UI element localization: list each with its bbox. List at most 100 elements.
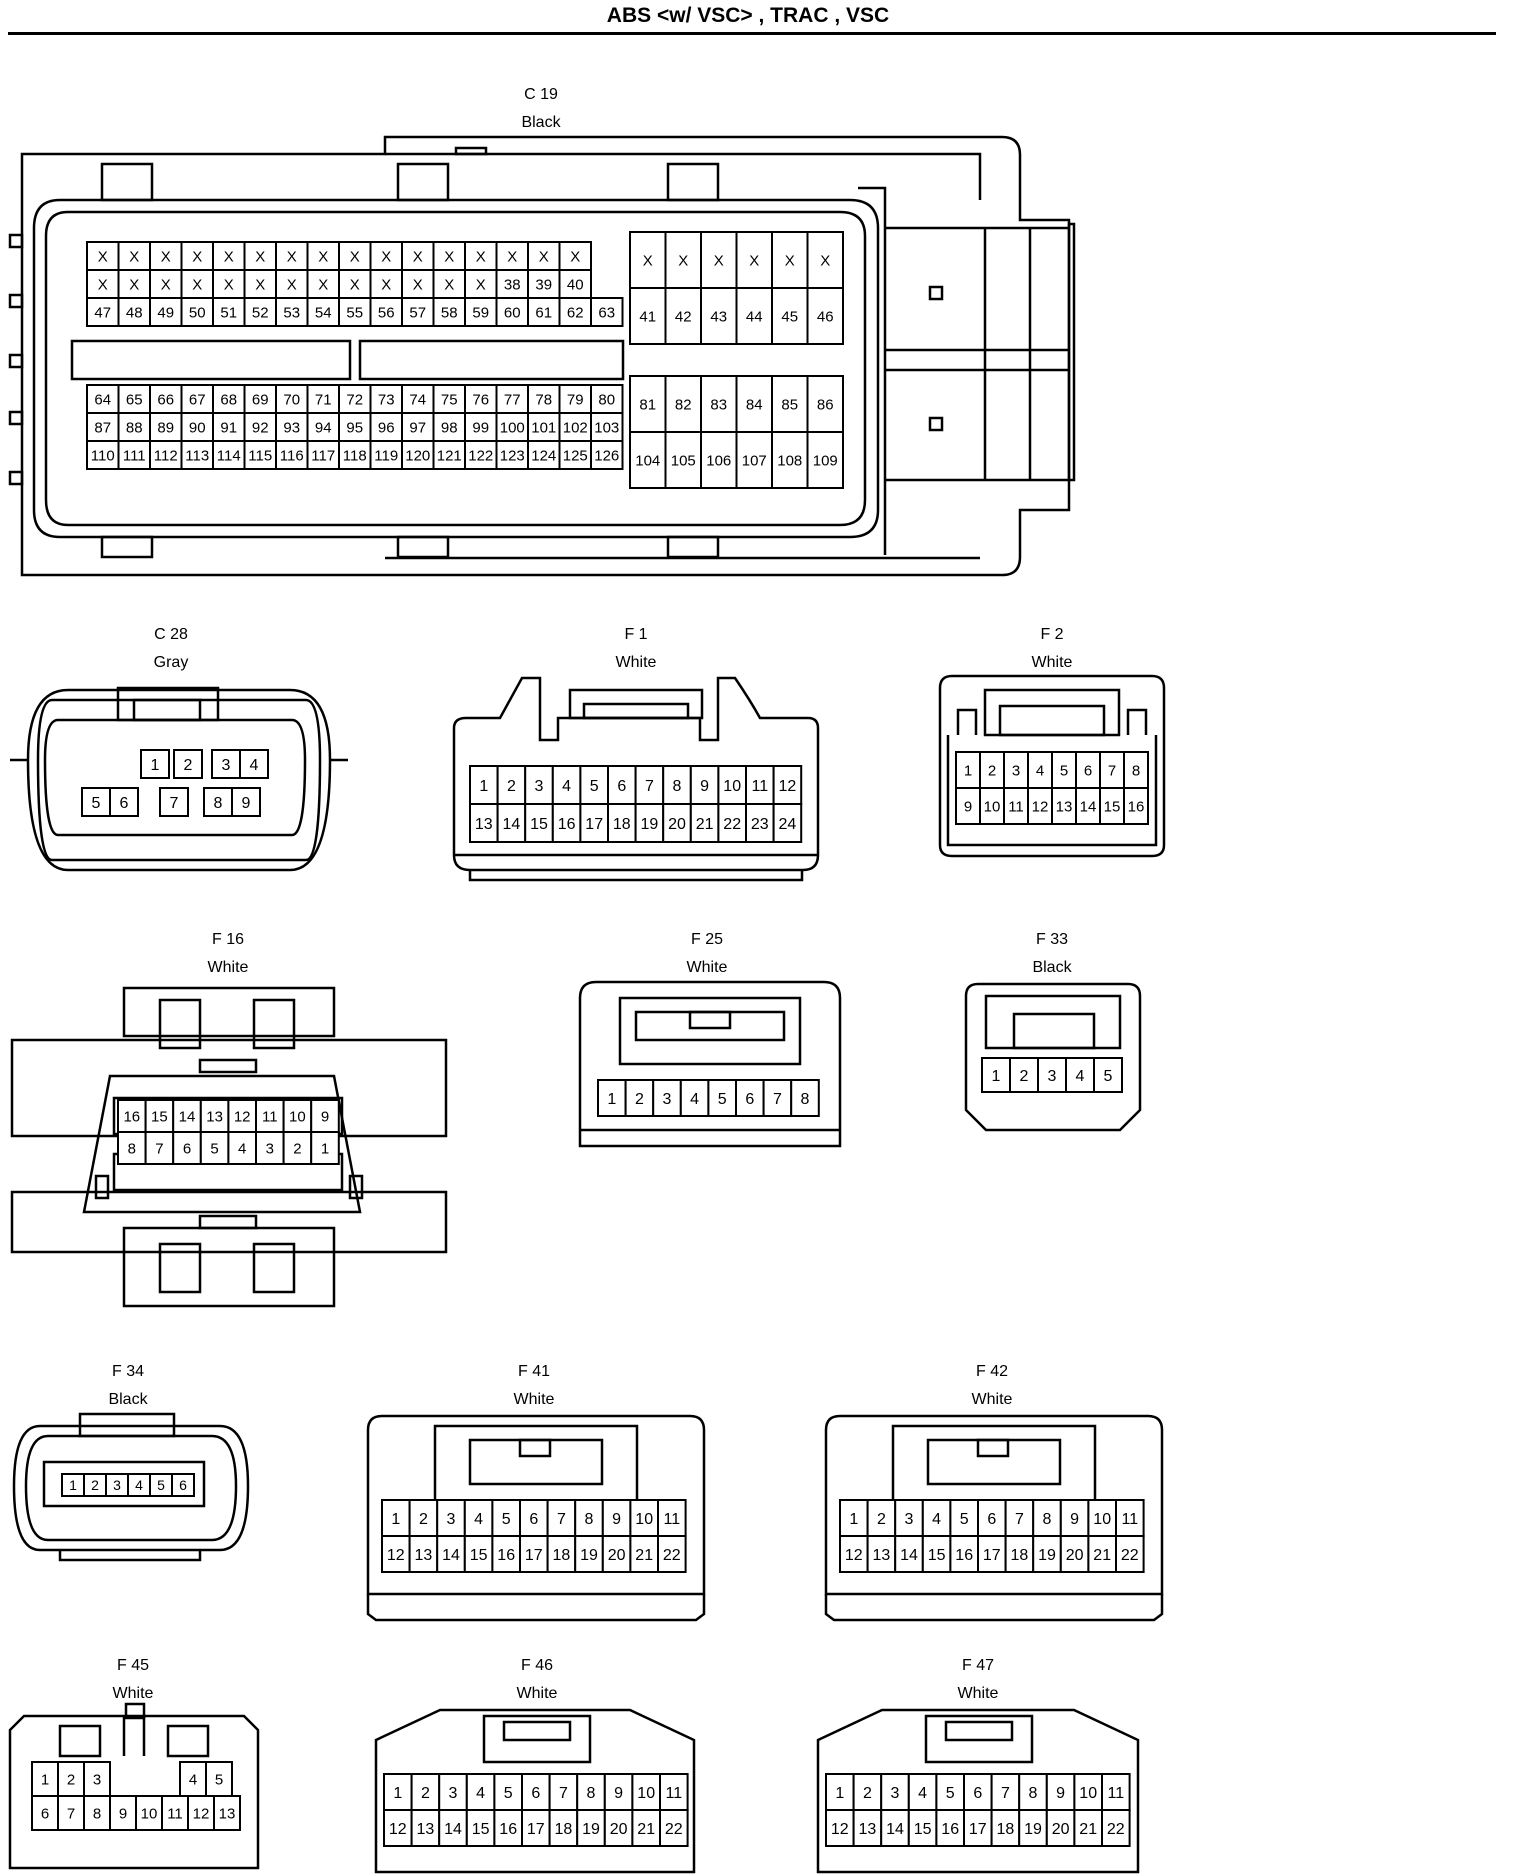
pin-number: 4	[918, 1785, 927, 1802]
unused-pin-mark: X	[381, 276, 391, 293]
unused-pin-mark: X	[224, 248, 234, 265]
pin-cavity	[771, 431, 809, 489]
pin-number: 125	[563, 447, 588, 464]
pin-number: 1	[849, 1511, 858, 1528]
f42-connector-id: F 42	[976, 1363, 1008, 1380]
pin-cavity	[213, 1795, 241, 1831]
c28-connector-id: C 28	[154, 626, 188, 643]
pin-number: 7	[557, 1511, 566, 1528]
pin-cavity	[601, 1535, 632, 1573]
pin-cavity	[432, 384, 466, 414]
pin-cavity	[203, 787, 233, 817]
f41-connector-id: F 41	[518, 1363, 550, 1380]
f33-connector-id: F 33	[1036, 931, 1068, 948]
pin-number: 10	[984, 798, 1001, 815]
page-title: ABS <w/ VSC> , TRAC , VSC	[606, 4, 890, 27]
pin-number: 7	[773, 1091, 782, 1108]
unused-pin-mark: X	[224, 276, 234, 293]
pin-number: 10	[141, 1805, 158, 1822]
pin-cavity	[629, 287, 667, 345]
pin-cavity	[436, 1499, 466, 1537]
pin-number: 2	[507, 778, 516, 795]
pin-cavity	[894, 1535, 924, 1573]
pin-number: 1	[479, 778, 488, 795]
pin-cavity	[963, 1809, 993, 1847]
unused-pin-mark: X	[192, 276, 202, 293]
pin-cavity	[493, 1809, 523, 1847]
pin-cavity	[180, 440, 214, 470]
pin-cavity	[171, 1473, 195, 1497]
pin-number: 8	[801, 1091, 810, 1108]
pin-number: 18	[997, 1821, 1015, 1838]
unused-pin-mark: X	[381, 248, 391, 265]
pin-number: 115	[248, 447, 272, 464]
pin-number: 22	[723, 816, 741, 833]
pin-number: 112	[154, 447, 178, 464]
pin-number: 15	[472, 1821, 490, 1838]
unused-pin-mark: X	[507, 248, 517, 265]
f25-connector-color: White	[687, 959, 728, 976]
pin-number: 3	[113, 1477, 121, 1493]
pin-cavity	[825, 1809, 855, 1847]
pin-number: 3	[266, 1140, 274, 1157]
pin-number: 118	[343, 447, 367, 464]
pin-number: 5	[1104, 1068, 1113, 1085]
pin-cavity	[149, 412, 183, 442]
pin-number: 16	[497, 1547, 515, 1564]
pin-number: 97	[409, 419, 426, 436]
pin-number: 14	[900, 1547, 918, 1564]
pin-number: 18	[1011, 1547, 1029, 1564]
pin-number: 4	[250, 757, 259, 774]
pin-cavity	[790, 1079, 820, 1117]
pin-number: 55	[346, 304, 363, 321]
pin-number: 3	[905, 1511, 914, 1528]
pin-number: 10	[1079, 1785, 1097, 1802]
pin-cavity	[977, 1499, 1007, 1537]
pin-cavity	[1018, 1809, 1048, 1847]
pin-number: 8	[93, 1805, 101, 1822]
pin-number: 4	[1036, 762, 1044, 779]
pin-number: 2	[988, 762, 996, 779]
pin-cavity	[657, 1535, 687, 1573]
f25-body	[578, 980, 842, 1148]
pin-number: 3	[1048, 1068, 1057, 1085]
pin-number: 22	[1121, 1547, 1139, 1564]
pin-number: 110	[91, 447, 115, 464]
pin-number: 1	[964, 762, 972, 779]
pin-cavity	[306, 269, 340, 299]
pin-number: 40	[567, 276, 584, 293]
pin-number: 8	[1043, 1511, 1052, 1528]
pin-cavity	[607, 765, 637, 805]
pin-number: 93	[283, 419, 300, 436]
pin-number: 11	[665, 1785, 682, 1802]
pin-cavity	[659, 1809, 689, 1847]
pin-cavity	[1045, 1773, 1076, 1811]
pin-number: 7	[1108, 762, 1116, 779]
pin-number: 12	[1032, 798, 1049, 815]
pin-number: 6	[617, 778, 626, 795]
pin-number: 92	[252, 419, 269, 436]
pin-cavity	[306, 384, 340, 414]
pin-cavity	[149, 440, 183, 470]
pin-number: 15	[530, 816, 548, 833]
pin-cavity	[496, 803, 527, 843]
pin-number: 7	[155, 1140, 163, 1157]
pin-number: 7	[170, 795, 179, 812]
pin-number: 10	[723, 778, 741, 795]
pin-number: 95	[346, 419, 363, 436]
f2-connector-color: White	[1032, 654, 1073, 671]
pin-number: 9	[964, 798, 972, 815]
pin-number: 103	[594, 419, 619, 436]
pin-number: 22	[1107, 1821, 1125, 1838]
pin-cavity	[438, 1809, 468, 1847]
unused-pin-mark: X	[350, 276, 360, 293]
pin-cavity	[1009, 1057, 1039, 1093]
pin-number: 6	[531, 1785, 540, 1802]
pin-cavity	[231, 787, 261, 817]
pin-number: 6	[745, 1091, 754, 1108]
pin-number: 13	[475, 816, 493, 833]
pin-number: 61	[535, 304, 552, 321]
unused-pin-mark: X	[161, 276, 171, 293]
